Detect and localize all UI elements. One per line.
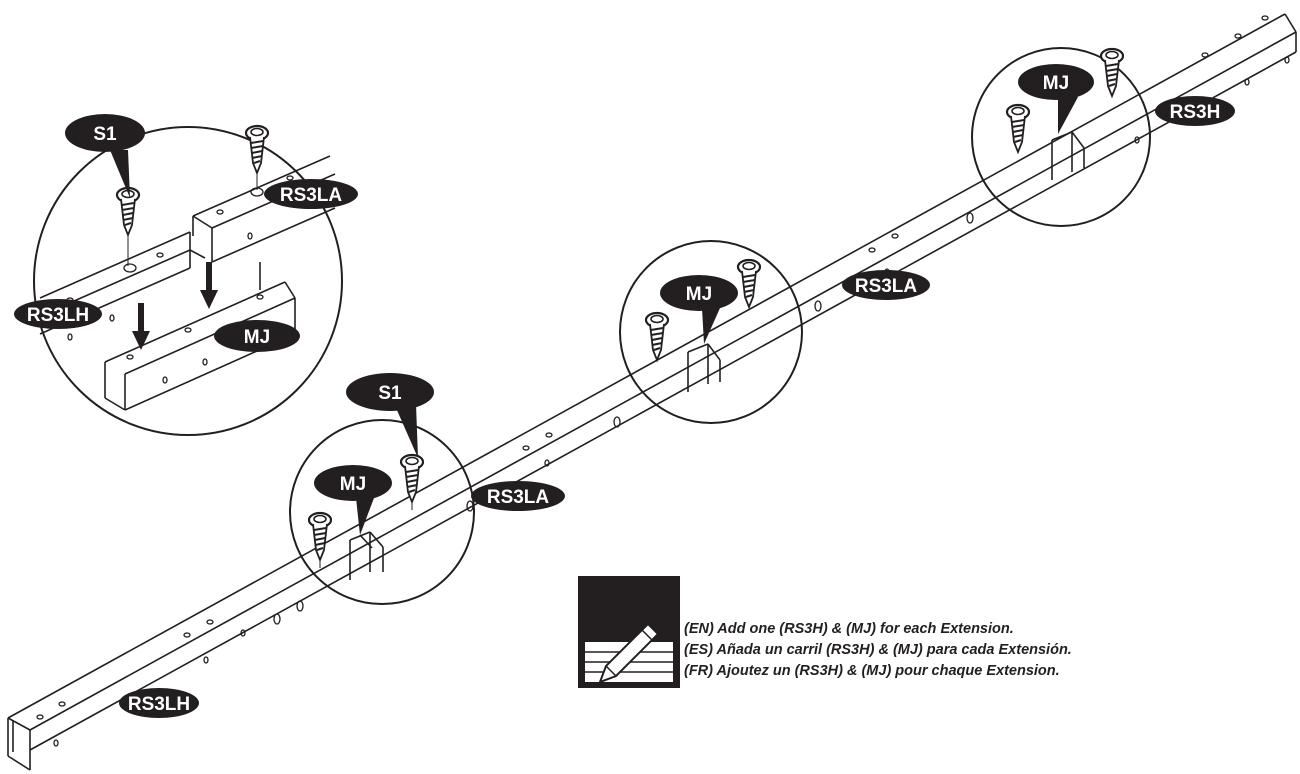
label-rs3lh-bottom: RS3LH [128,694,190,715]
screw-icon [644,311,670,362]
note-en: (EN) Add one (RS3H) & (MJ) for each Exte… [684,621,1014,637]
callout-rs3lh-bottom: RS3LH [119,688,199,718]
label-rs3la-lower: RS3LA [487,487,550,508]
label-mj-detail: MJ [244,327,270,348]
screw-icon [399,453,425,504]
extension-note: (EN) Add one (RS3H) & (MJ) for each Exte… [684,621,1072,679]
callout-s1-lower: S1 [346,373,434,458]
screw-icon [736,258,762,309]
callout-mj-upper: MJ [1018,64,1094,134]
callout-rs3lh-detail: RS3LH [14,299,102,329]
callout-s1-detail: S1 [65,114,145,198]
callout-mj-middle: MJ [660,275,738,344]
callout-mj-detail: MJ [214,320,300,352]
callout-rs3la-lower: RS3LA [471,481,565,511]
joint-circle-upper [971,47,1151,227]
label-mj-middle: MJ [686,284,712,305]
joint-circle-middle [619,240,803,424]
label-mj-lower: MJ [340,474,366,495]
note-es: (ES) Añada un carril (RS3H) & (MJ) para … [684,642,1072,658]
rail-holes [36,15,1290,747]
note-pencil-icon [578,576,680,688]
screw-icon [1005,103,1031,154]
callout-rs3h-upper: RS3H [1155,96,1235,126]
label-rs3la-middle: RS3LA [855,276,918,297]
arrow-down-icon [132,303,150,350]
arrow-down-icon [200,262,218,309]
screw-icon [307,511,333,562]
label-s1-detail: S1 [93,124,117,145]
label-rs3h-upper: RS3H [1170,102,1221,123]
joint-circle-lower [289,419,475,605]
callout-mj-lower: MJ [314,465,392,535]
label-rs3lh-detail: RS3LH [27,305,89,326]
label-s1-lower: S1 [378,383,402,404]
label-mj-upper: MJ [1043,73,1069,94]
note-fr: (FR) Ajoutez un (RS3H) & (MJ) pour chaqu… [684,663,1060,679]
callout-rs3la-middle: RS3LA [842,270,930,300]
callout-rs3la-detail: RS3LA [264,179,358,209]
detail-circle [33,124,343,436]
screw-icon [1099,47,1125,98]
label-rs3la-detail: RS3LA [280,185,343,206]
